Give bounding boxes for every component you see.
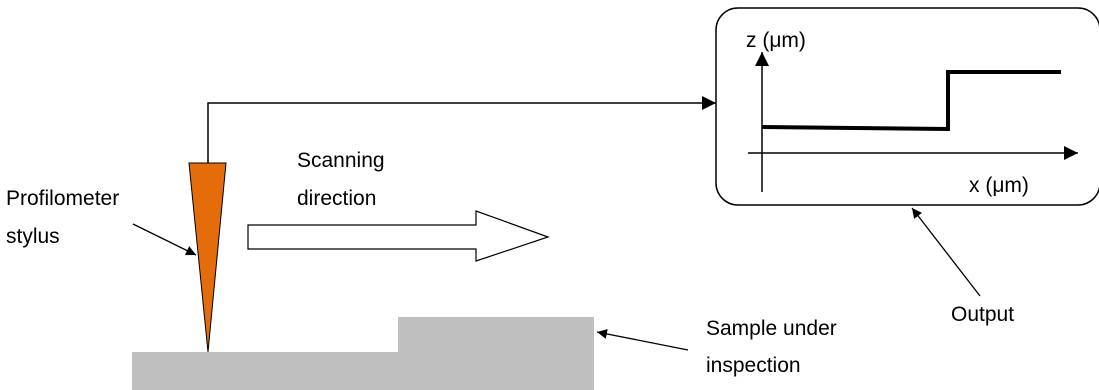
stylus-pointer xyxy=(132,223,197,256)
scan-label-line2: direction xyxy=(297,187,377,210)
scan-label-line1: Scanning xyxy=(297,149,385,172)
sample-pointer xyxy=(596,329,689,351)
signal-connector xyxy=(207,96,716,163)
z-axis-label: z (μm) xyxy=(746,29,806,52)
scanning-direction-arrow xyxy=(247,210,550,262)
output-pointer xyxy=(911,207,981,297)
stylus-label-line1: Profilometer xyxy=(6,187,120,210)
stylus-label-line2: stylus xyxy=(6,225,60,248)
output-box xyxy=(715,7,1099,206)
output-label: Output xyxy=(951,303,1015,326)
sample-label-line1: Sample under xyxy=(706,317,837,340)
x-axis-label: x (μm) xyxy=(969,174,1029,197)
step-profile-trace xyxy=(761,70,1061,132)
profilometer-stylus xyxy=(188,162,227,353)
sample-block xyxy=(132,317,594,390)
sample-label-line2: inspection xyxy=(706,354,801,377)
